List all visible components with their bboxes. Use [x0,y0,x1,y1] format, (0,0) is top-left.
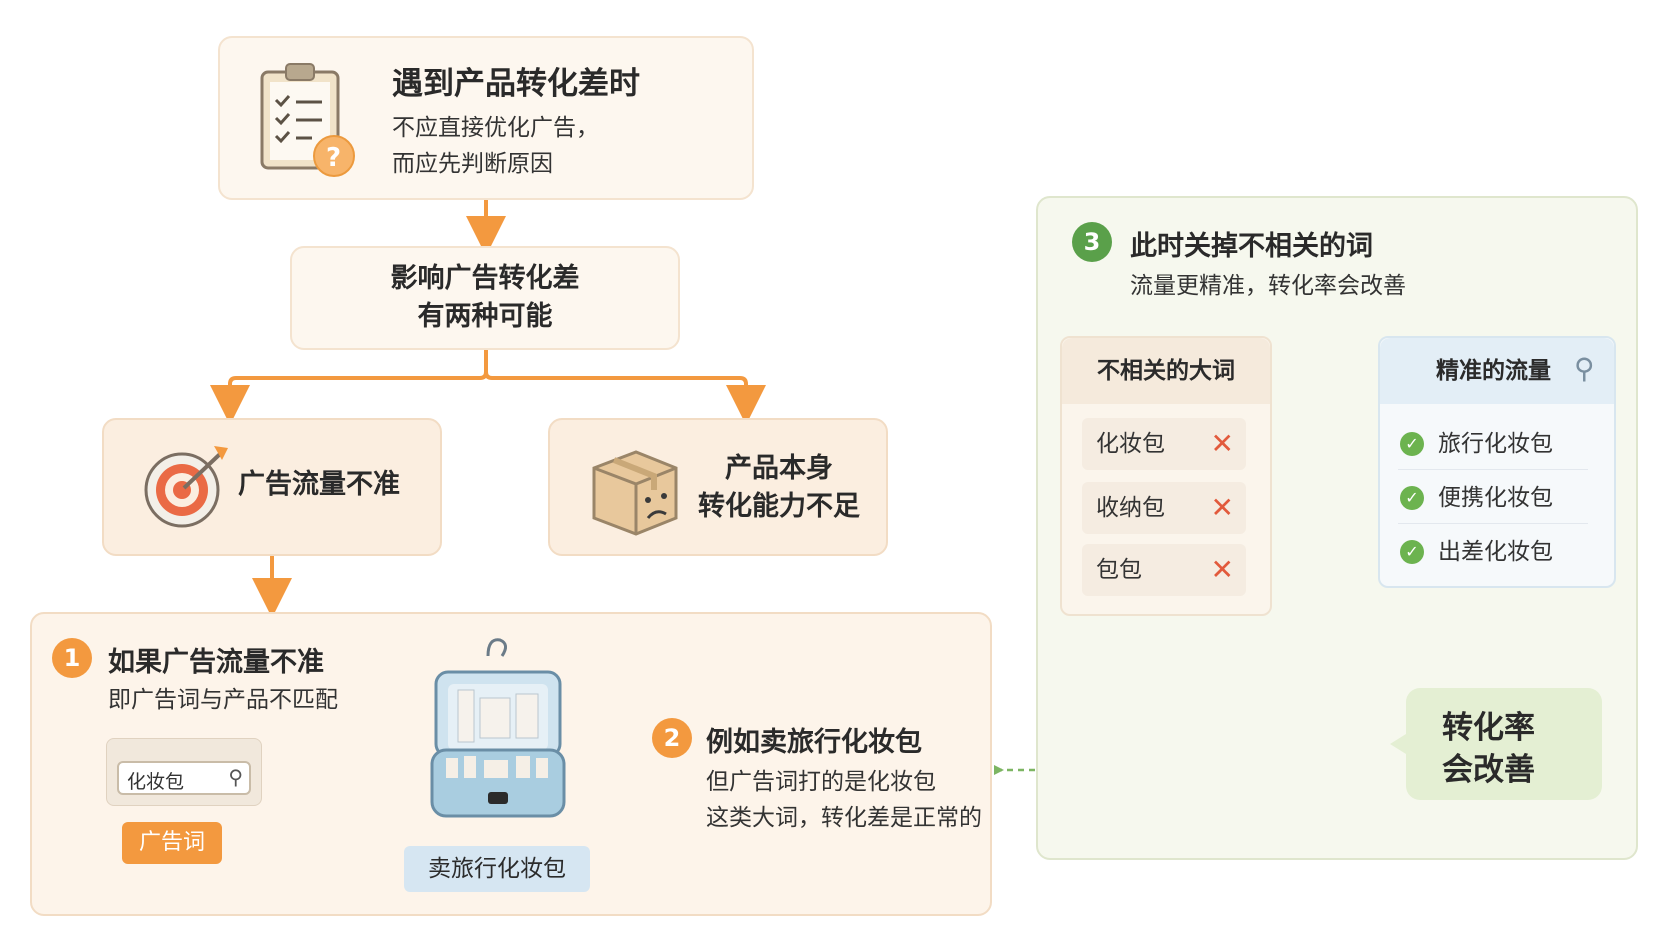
step2-line1: 但广告词打的是化妆包 [706,769,936,795]
precise-item: ✓出差化妆包 [1398,526,1588,578]
irrelevant-item: 收纳包✕ [1082,482,1246,534]
check-icon: ✓ [1400,540,1424,564]
step1-number: 1 [52,638,92,678]
result-callout: 转化率 会改善 [1406,688,1602,800]
irrelevant-header: 不相关的大词 [1062,338,1270,404]
step2-title: 例如卖旅行化妆包 [706,727,922,758]
remove-x-icon: ✕ [1210,491,1234,524]
middle-box: 影响广告转化差 有两种可能 [290,246,680,350]
result-line1: 转化率 [1442,710,1535,746]
svg-text:?: ? [326,143,341,173]
middle-line1: 影响广告转化差 [390,263,580,294]
callout-pointer [1390,734,1406,754]
top-box: ? 遇到产品转化差时 不应直接优化广告， 而应先判断原因 [218,36,754,200]
step2-line2: 这类大词，转化差是正常的 [706,805,982,831]
arrow-fork [210,350,488,425]
top-line1: 不应直接优化广告， [392,115,599,141]
search-icon[interactable]: ⚲ [228,765,243,789]
search-icon: ⚲ [1574,352,1595,385]
search-input[interactable]: 化妆包 ⚲ [117,761,251,795]
cause-ad-traffic-label: 广告流量不准 [238,469,400,500]
result-line2: 会改善 [1442,752,1535,788]
product-tag: 卖旅行化妆包 [404,846,590,892]
check-icon: ✓ [1400,486,1424,510]
top-line2: 而应先判断原因 [392,151,553,177]
middle-line2: 有两种可能 [417,301,553,332]
target-icon [144,446,228,528]
search-input-value: 化妆包 [127,771,185,793]
ad-word-tag: 广告词 [122,822,222,864]
step1-title: 如果广告流量不准 [108,647,324,678]
precise-list: 精准的流量 ⚲ ✓旅行化妆包 ✓便携化妆包 ✓出差化妆包 [1378,336,1616,588]
precise-item: ✓便携化妆包 [1398,472,1588,524]
precise-item: ✓旅行化妆包 [1398,418,1588,470]
cause-product-line2: 转化能力不足 [698,491,860,522]
cause-ad-traffic: 广告流量不准 [102,418,442,556]
step1-subtitle: 即广告词与产品不匹配 [108,687,338,713]
precise-header: 精准的流量 ⚲ [1380,338,1614,404]
step2-number: 2 [652,718,692,758]
sad-box-icon [592,450,678,536]
step3-subtitle: 流量更精准，转化率会改善 [1130,273,1406,299]
clipboard-icon: ? [260,63,355,177]
irrelevant-item: 包包✕ [1082,544,1246,596]
irrelevant-list: 不相关的大词 化妆包✕ 收纳包✕ 包包✕ [1060,336,1272,616]
top-title: 遇到产品转化差时 [392,66,640,102]
cause-product-weak: 产品本身 转化能力不足 [548,418,888,556]
remove-x-icon: ✕ [1210,427,1234,460]
travel-bag-icon [430,638,566,818]
step3-number: 3 [1072,222,1112,262]
check-icon: ✓ [1400,432,1424,456]
search-box[interactable]: 化妆包 ⚲ [106,738,262,806]
precise-header-label: 精准的流量 [1436,358,1551,384]
step3-title: 此时关掉不相关的词 [1130,231,1373,262]
cause-product-line1: 产品本身 [725,453,833,484]
remove-x-icon: ✕ [1210,553,1234,586]
irrelevant-item: 化妆包✕ [1082,418,1246,470]
